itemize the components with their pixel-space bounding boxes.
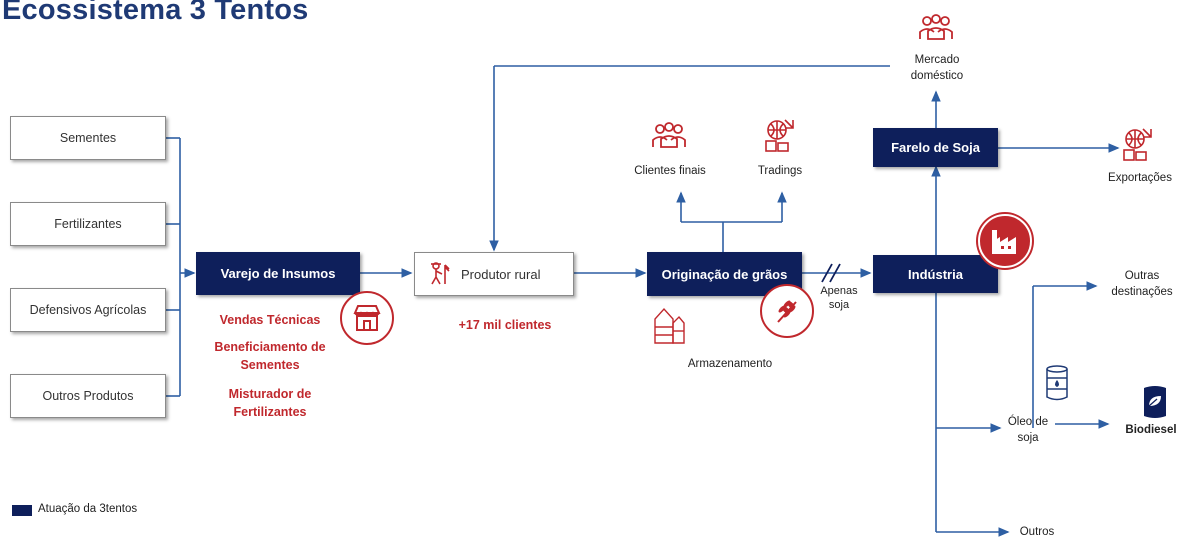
input-label: Fertilizantes — [54, 217, 122, 231]
node-produtor-rural: Produtor rural — [414, 252, 574, 296]
oil-barrel-icon — [1044, 364, 1070, 407]
silo-icon — [652, 305, 686, 350]
node-industria: Indústria — [873, 255, 998, 293]
node-varejo-insumos: Varejo de Insumos — [196, 252, 360, 295]
node-label: Originação de grãos — [661, 266, 788, 282]
people-icon — [650, 120, 688, 157]
legend-label: Atuação da 3tentos — [38, 503, 138, 515]
label-outros: Outros — [1019, 526, 1055, 538]
input-box-outros-produtos: Outros Produtos — [10, 374, 166, 418]
wheat-icon — [760, 284, 814, 338]
service-vendas-tecnicas: Vendas Técnicas — [219, 313, 321, 327]
node-label: Produtor rural — [461, 266, 541, 282]
legend-swatch — [12, 505, 32, 516]
label-outras-destinacoes: Outras destinações — [1111, 270, 1173, 298]
label-oleo-de-soja: Óleo de soja — [1007, 416, 1049, 444]
service-beneficiamento: Beneficiamento de Sementes — [214, 340, 326, 372]
input-box-sementes: Sementes — [10, 116, 166, 160]
label-tradings: Tradings — [757, 165, 803, 177]
node-label: Varejo de Insumos — [220, 266, 336, 281]
label-biodiesel: Biodiesel — [1125, 424, 1177, 436]
input-label: Defensivos Agrícolas — [29, 303, 147, 317]
globe-trade-icon — [760, 115, 800, 160]
globe-trade-icon — [1118, 124, 1158, 169]
label-apenas-soja: Apenas soja — [820, 285, 858, 311]
input-label: Outros Produtos — [42, 389, 134, 403]
produtor-clients-count: +17 mil clientes — [458, 318, 552, 332]
biodiesel-bag-icon — [1140, 384, 1170, 425]
farmer-icon — [427, 261, 453, 288]
label-mercado-domestico: Mercado doméstico — [910, 54, 964, 82]
label-exportacoes: Exportações — [1108, 172, 1172, 184]
factory-icon — [978, 214, 1032, 268]
service-misturador: Misturador de Fertilizantes — [228, 387, 312, 419]
input-box-fertilizantes: Fertilizantes — [10, 202, 166, 246]
node-label: Indústria — [908, 266, 963, 282]
label-armazenamento: Armazenamento — [687, 358, 773, 370]
label-clientes-finais: Clientes finais — [634, 165, 706, 177]
input-label: Sementes — [59, 131, 117, 145]
node-farelo-soja: Farelo de Soja — [873, 128, 998, 167]
page-title: Ecossistema 3 Tentos — [2, 0, 309, 26]
people-icon — [916, 12, 956, 49]
node-label: Farelo de Soja — [891, 140, 980, 155]
input-box-defensivos: Defensivos Agrícolas — [10, 288, 166, 332]
store-icon — [340, 291, 394, 345]
